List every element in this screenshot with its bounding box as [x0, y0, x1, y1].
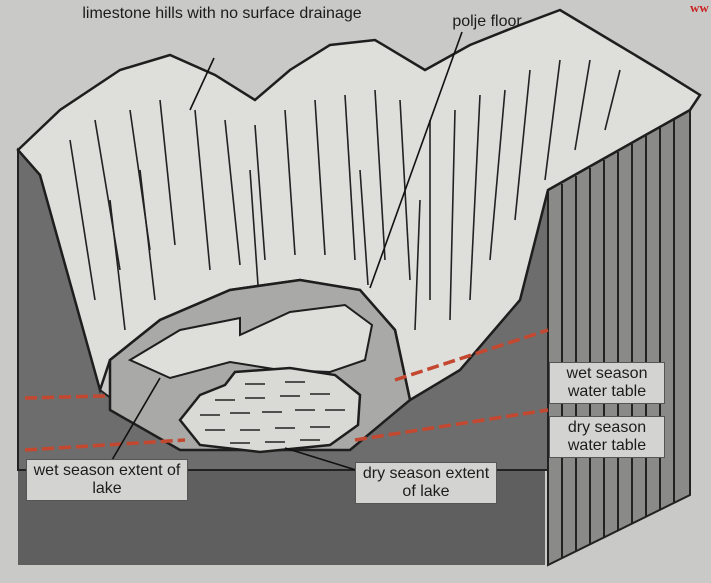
label-wet-season-extent: wet season extent of lake [26, 459, 188, 501]
label-dry-season-water-table: dry season water table [549, 416, 665, 458]
label-polje-floor: polje floor [432, 13, 542, 31]
label-wet-season-water-table: wet season water table [549, 362, 665, 404]
label-dry-season-extent: dry season extent of lake [355, 462, 497, 504]
label-limestone-hills: limestone hills with no surface drainage [72, 5, 372, 23]
watermark: ww [690, 0, 709, 16]
